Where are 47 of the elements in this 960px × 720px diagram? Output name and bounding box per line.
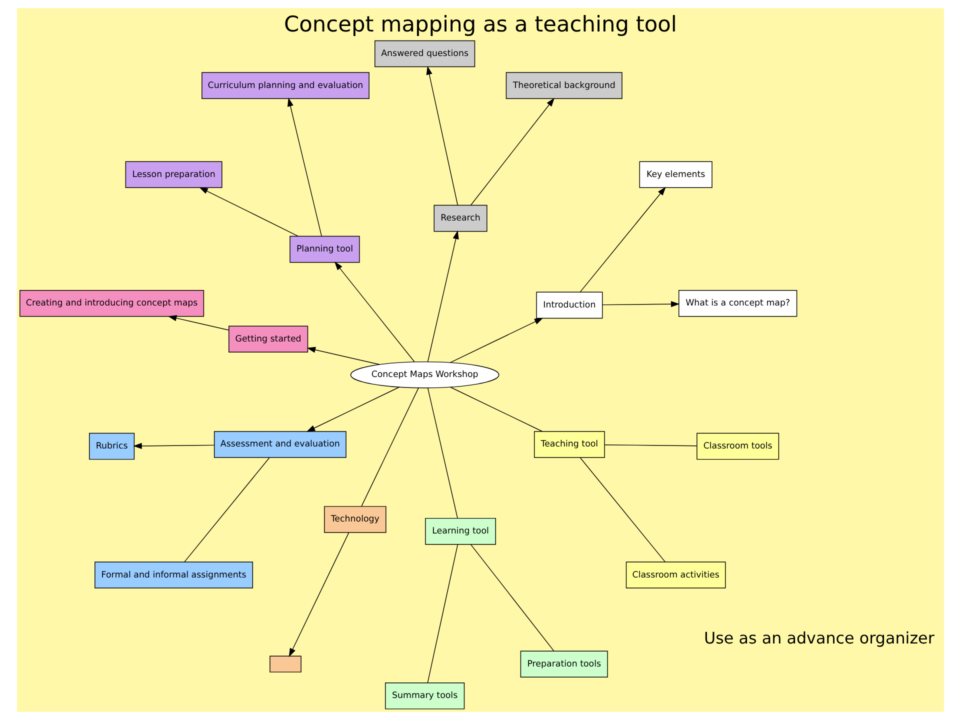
node-box: Lesson preparation <box>124 161 222 188</box>
arrow <box>334 262 414 362</box>
arrow <box>426 66 458 206</box>
node-box: Rubrics <box>88 432 134 460</box>
node-box: Planning tool <box>289 236 360 263</box>
node-box: Assessment and evaluation <box>213 431 346 458</box>
connector <box>604 444 697 446</box>
diagram-title: Concept mapping as a teaching tool <box>284 12 676 38</box>
arrow <box>198 187 298 236</box>
node-box: Creating and introducing concept maps <box>19 290 204 317</box>
arrow <box>449 318 543 363</box>
node-box: Summary tools <box>384 682 464 710</box>
node-box: Research <box>433 204 487 232</box>
arrow <box>426 230 458 362</box>
arrow <box>167 315 229 330</box>
node-ellipse: Concept Maps Workshop <box>350 361 499 388</box>
arrow <box>286 98 322 237</box>
arrow <box>306 346 380 365</box>
node-box: Curriculum planning and evaluation <box>201 72 369 99</box>
connector <box>426 388 458 519</box>
connector <box>426 544 458 684</box>
node-box: Technology <box>324 506 386 533</box>
node-box: Getting started <box>228 326 308 352</box>
node-box: What is a concept map? <box>678 290 797 317</box>
node-box: Theoretical background <box>505 72 622 99</box>
node-box: Classroom tools <box>696 432 779 460</box>
node-box: Preparation tools <box>520 650 608 678</box>
connector <box>579 457 666 562</box>
label: Use as an advance organizer <box>703 628 934 648</box>
arrow <box>579 186 666 292</box>
node-box: Formal and informal assignments <box>94 562 253 588</box>
connector <box>184 457 270 562</box>
connector <box>449 386 542 432</box>
connector <box>470 544 554 652</box>
node-box: Introduction <box>536 292 602 319</box>
arrow <box>470 98 554 206</box>
node-box: Teaching tool <box>534 431 604 458</box>
arrow <box>288 532 349 658</box>
node-box <box>269 656 301 672</box>
arrow <box>306 386 400 432</box>
node-box: Classroom activities <box>625 562 726 588</box>
node-box: Answered questions <box>374 40 475 68</box>
node-box: Learning tool <box>424 518 496 545</box>
connector <box>360 388 418 507</box>
arrow <box>132 442 214 449</box>
arrow <box>602 301 680 308</box>
node-box: Key elements <box>638 161 712 188</box>
